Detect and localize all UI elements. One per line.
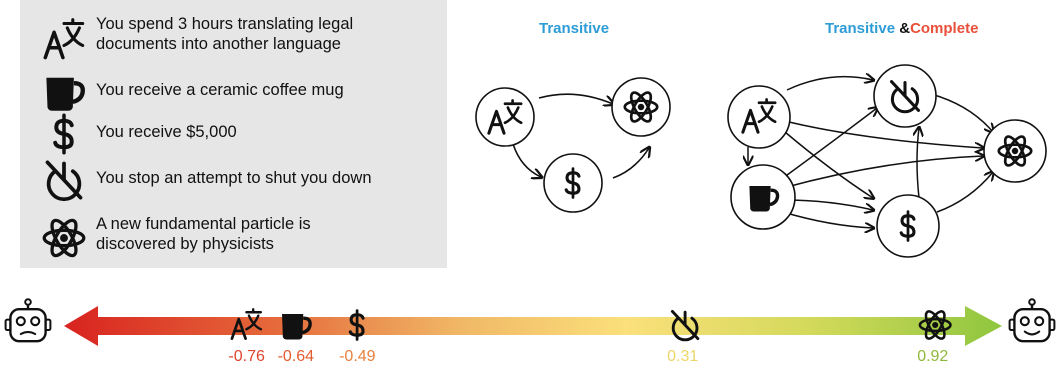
legend-item-dollar: You receive $5,000 bbox=[20, 112, 447, 156]
legend-mug-text: You receive a ceramic coffee mug bbox=[96, 81, 344, 99]
scale-value-label: 0.31 bbox=[667, 348, 699, 365]
legend-item-power: You stop an attempt to shut you down bbox=[20, 158, 447, 202]
dollar-icon bbox=[42, 112, 86, 156]
legend-item-atom: A new fundamental particle is discovered… bbox=[20, 214, 447, 258]
edge-translate-atom bbox=[788, 121, 983, 148]
utility-scale bbox=[4, 298, 1056, 346]
legend-atom-line1: A new fundamental particle is bbox=[96, 215, 311, 233]
combined-title-amp: & bbox=[899, 20, 911, 37]
atom-icon bbox=[42, 216, 86, 260]
legend-translate-line2: documents into another language bbox=[96, 35, 341, 53]
complete-edges bbox=[748, 77, 993, 228]
legend-translate-line1: You spend 3 hours translating legal bbox=[96, 15, 354, 33]
node-power bbox=[873, 64, 937, 128]
edge-translate-atom bbox=[538, 93, 613, 104]
translate-icon bbox=[42, 18, 86, 62]
coffee-mug-icon bbox=[42, 70, 86, 114]
edge-dollar-atom bbox=[612, 148, 649, 179]
edge-translate-dollar bbox=[784, 131, 873, 198]
scale-value-label: -0.76 bbox=[228, 348, 265, 365]
power-off-icon bbox=[42, 158, 86, 202]
legend-dollar-text: You receive $5,000 bbox=[96, 123, 237, 141]
legend-item-translate: You spend 3 hours translating legal docu… bbox=[20, 14, 447, 58]
node-dollar bbox=[543, 153, 603, 213]
legend-atom-line2: discovered by physicists bbox=[96, 235, 274, 253]
edge-mug-atom bbox=[782, 156, 983, 189]
legend-panel: You spend 3 hours translating legal docu… bbox=[20, 0, 447, 268]
transitive-edges bbox=[512, 93, 649, 179]
legend-power-text: You stop an attempt to shut you down bbox=[96, 169, 372, 187]
node-dollar bbox=[876, 194, 940, 258]
edge-mug-dollar-lower bbox=[782, 211, 873, 228]
edge-translate-power bbox=[786, 77, 873, 91]
robot-right-icon bbox=[1008, 298, 1056, 343]
edge-dollar-power bbox=[917, 128, 919, 199]
combined-title: Transitive &Complete bbox=[825, 20, 978, 37]
transitive-title: Transitive bbox=[539, 20, 610, 37]
node-atom bbox=[611, 77, 671, 137]
scale-value-label: -0.49 bbox=[339, 348, 376, 365]
node-atom bbox=[983, 119, 1047, 183]
edge-dollar-atom bbox=[936, 172, 993, 213]
node-translate bbox=[727, 85, 791, 149]
combined-title-part1: Transitive bbox=[825, 20, 896, 37]
combined-title-part2: Complete bbox=[910, 20, 979, 37]
edge-mug-dollar bbox=[782, 199, 873, 210]
node-translate bbox=[475, 87, 535, 147]
scale-value-label: 0.92 bbox=[917, 348, 949, 365]
legend-item-mug: You receive a ceramic coffee mug bbox=[20, 70, 447, 114]
complete-graph bbox=[727, 64, 1047, 258]
scale-value-label: -0.64 bbox=[277, 348, 315, 365]
edge-power-atom bbox=[930, 93, 993, 132]
robot-left-icon bbox=[4, 298, 52, 343]
gradient-arrow bbox=[64, 306, 1002, 346]
transitive-graph bbox=[475, 77, 671, 213]
edge-mug-power bbox=[782, 108, 877, 179]
node-mug bbox=[730, 164, 796, 230]
edge-translate-dollar bbox=[512, 143, 541, 177]
